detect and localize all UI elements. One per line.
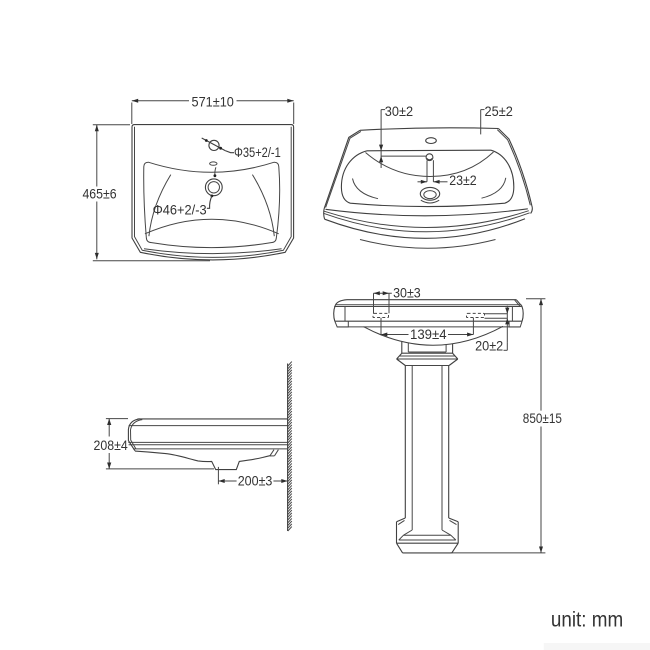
svg-text:30±3: 30±3 — [393, 285, 421, 301]
svg-text:23±2: 23±2 — [449, 172, 477, 188]
svg-text:850±15: 850±15 — [523, 410, 562, 426]
svg-text:208±4: 208±4 — [94, 437, 128, 453]
svg-text:20±2: 20±2 — [475, 337, 503, 353]
svg-text:200±3: 200±3 — [238, 472, 273, 488]
svg-text:25±2: 25±2 — [485, 103, 513, 119]
svg-text:Φ35+2/-1: Φ35+2/-1 — [234, 144, 281, 160]
svg-text:30±2: 30±2 — [385, 103, 413, 119]
svg-text:Φ46+2/-3: Φ46+2/-3 — [153, 201, 207, 217]
svg-text:571±10: 571±10 — [192, 93, 235, 109]
svg-text:139±4: 139±4 — [410, 326, 447, 342]
svg-text:unit: mm: unit: mm — [551, 607, 623, 631]
svg-text:465±6: 465±6 — [82, 186, 116, 202]
